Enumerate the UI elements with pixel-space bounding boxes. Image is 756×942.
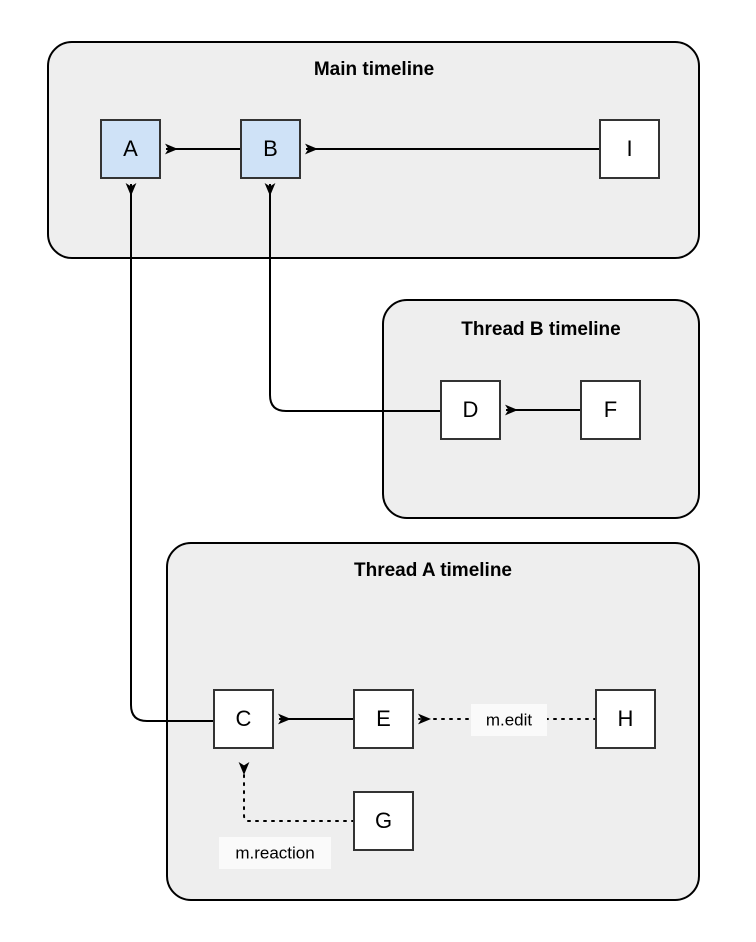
edge-label-m-edit: m.edit: [471, 704, 547, 736]
node-B-box: [240, 119, 301, 179]
edge-G-to-C: [238, 762, 355, 822]
node-D[interactable]: D: [440, 380, 501, 440]
node-I-label: I: [626, 136, 632, 161]
node-C[interactable]: C: [213, 689, 274, 749]
edge-label-m-reaction-halo: [219, 837, 331, 869]
edge-label-m-reaction: m.reaction: [219, 837, 331, 869]
group-main-timeline-title: Main timeline: [314, 59, 434, 80]
node-A[interactable]: A: [100, 119, 161, 179]
node-E[interactable]: E: [353, 689, 414, 749]
node-F-box: [580, 380, 641, 440]
edge-label-m-reaction-text: m.reaction: [235, 843, 314, 862]
node-E-label: E: [376, 706, 391, 731]
node-H-label: H: [618, 706, 634, 731]
edge-C-to-A: [125, 183, 214, 722]
node-D-box: [440, 380, 501, 440]
node-G[interactable]: G: [353, 791, 414, 851]
group-thread-b-timeline-title: Thread B timeline: [461, 319, 620, 340]
node-A-label: A: [123, 136, 138, 161]
node-I-box: [599, 119, 660, 179]
node-C-label: C: [236, 706, 252, 731]
node-G-box: [353, 791, 414, 851]
node-E-box: [353, 689, 414, 749]
node-F-label: F: [604, 397, 617, 422]
node-H-box: [595, 689, 656, 749]
node-F[interactable]: F: [580, 380, 641, 440]
node-H[interactable]: H: [595, 689, 656, 749]
node-G-label: G: [375, 808, 392, 833]
node-D-label: D: [463, 397, 479, 422]
node-B-label: B: [263, 136, 278, 161]
group-thread-a-timeline-title: Thread A timeline: [354, 560, 512, 581]
node-B[interactable]: B: [240, 119, 301, 179]
edge-label-m-edit-halo: [471, 704, 547, 736]
edge-D-to-B: [264, 183, 441, 412]
node-C-box: [213, 689, 274, 749]
node-I[interactable]: I: [599, 119, 660, 179]
edge-label-m-edit-text: m.edit: [486, 710, 533, 729]
node-A-box: [100, 119, 161, 179]
